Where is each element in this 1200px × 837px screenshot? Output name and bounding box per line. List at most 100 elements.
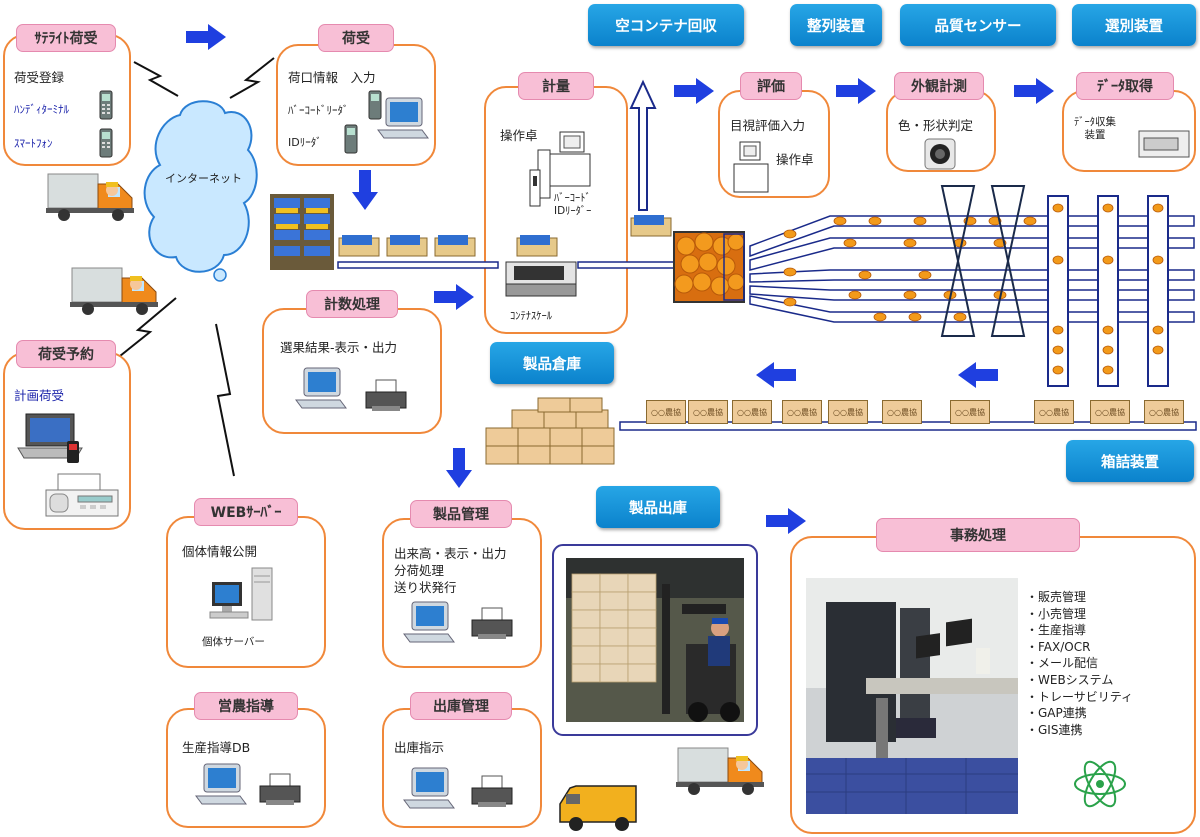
handheld-terminal-icon xyxy=(99,90,113,120)
office-list-item: ・販売管理 xyxy=(1026,590,1087,604)
product-mgmt-card xyxy=(382,518,542,668)
arrow-right xyxy=(434,284,474,310)
computer-icon xyxy=(195,763,247,805)
fax-icon xyxy=(45,473,119,517)
arrow-right xyxy=(766,508,806,534)
arrow-down xyxy=(352,170,378,210)
internet-cloud xyxy=(143,100,258,282)
shipment-mgmt-title: 出庫管理 xyxy=(410,692,512,720)
box-stack-icon xyxy=(485,397,615,465)
lightning-icon xyxy=(215,323,235,477)
crate-icon xyxy=(338,235,380,257)
packed-box: ○○農協 xyxy=(1034,400,1074,424)
printer-icon xyxy=(471,607,513,639)
counting-title: 計数処理 xyxy=(306,290,398,318)
computer-icon xyxy=(403,767,455,809)
guidance-item: 生産指導DB xyxy=(182,740,251,755)
printer-icon xyxy=(259,773,301,805)
truck-icon xyxy=(46,173,134,221)
office-list-item: ・WEBシステム xyxy=(1026,673,1114,687)
server-icon xyxy=(209,567,273,621)
sorting-machine xyxy=(673,185,1195,387)
arrow-right xyxy=(836,78,876,104)
forklift-photo xyxy=(552,544,758,736)
arrow-right xyxy=(674,78,714,104)
guidance-card xyxy=(166,708,326,828)
packed-box: ○○農協 xyxy=(688,400,728,424)
camera-icon xyxy=(924,138,956,170)
product-mgmt-item-0: 出来高・表示・出力 xyxy=(394,546,507,561)
container-scale-icon xyxy=(505,261,577,297)
internet-label: インターネット xyxy=(165,172,242,185)
receiving-item-0: 荷口情報 入力 xyxy=(288,70,376,85)
truck-icon xyxy=(70,267,158,315)
van-icon xyxy=(559,785,637,831)
console-icon xyxy=(733,141,769,193)
data-collector-icon xyxy=(1138,130,1190,158)
crate-icon xyxy=(386,235,428,257)
office-title: 事務処理 xyxy=(876,518,1080,552)
phone-icon xyxy=(67,441,79,463)
satellite-item-2: ｽﾏｰﾄﾌｫﾝ xyxy=(14,137,53,150)
office-list-item: ・FAX/OCR xyxy=(1026,639,1091,654)
crate-icon xyxy=(630,215,672,237)
receiving-conveyor xyxy=(337,261,499,269)
office-photo xyxy=(806,578,1018,814)
satellite-item-1: ﾊﾝﾃﾞｨﾀｰﾐﾅﾙ xyxy=(14,103,69,116)
printer-icon xyxy=(471,775,513,807)
computer-icon xyxy=(377,97,429,139)
packed-box: ○○農協 xyxy=(882,400,922,424)
evaluation-item: 目視評価入力 xyxy=(730,118,806,133)
receiving-item-2: IDﾘｰﾀﾞ xyxy=(288,136,322,149)
shipment-mgmt-card xyxy=(382,708,542,828)
receiving-title: 荷受 xyxy=(318,24,394,52)
packed-box: ○○農協 xyxy=(828,400,868,424)
office-list-item: ・GAP連携 xyxy=(1026,706,1087,721)
office-list-item: ・メール配信 xyxy=(1026,656,1099,671)
label-empty-container: 空コンテナ回収 xyxy=(588,4,744,46)
arrow-right xyxy=(1014,78,1054,104)
receiving-item-1: ﾊﾞｰｺｰﾄﾞﾘｰﾀﾞ xyxy=(288,104,349,117)
satellite-title: ｻﾃﾗｲﾄ荷受 xyxy=(16,24,116,52)
arrow-down xyxy=(446,448,472,488)
computer-icon xyxy=(403,601,455,643)
webserver-device: 個体サーバー xyxy=(202,636,265,648)
weighing-console: 操作卓 xyxy=(500,128,538,143)
label-warehouse: 製品倉庫 xyxy=(490,342,614,384)
appearance-item: 色・形状判定 xyxy=(898,118,974,133)
label-quality-sensor: 品質センサー xyxy=(900,4,1056,46)
lightning-icon xyxy=(229,57,275,99)
lightning-icon xyxy=(119,297,177,357)
packed-box: ○○農協 xyxy=(732,400,772,424)
counting-card xyxy=(262,308,442,434)
label-packing: 箱詰装置 xyxy=(1066,440,1194,482)
webserver-title: WEBｻｰﾊﾞｰ xyxy=(194,498,298,526)
product-mgmt-item-1: 分荷処理 xyxy=(394,563,445,578)
label-sorting: 選別装置 xyxy=(1072,4,1196,46)
smartphone-icon xyxy=(99,128,113,158)
webserver-item: 個体情報公開 xyxy=(182,544,258,559)
evaluation-console: 操作卓 xyxy=(776,152,814,167)
webserver-card xyxy=(166,516,326,668)
weighing-reader: ﾊﾞｰｺｰﾄﾞ IDﾘｰﾀﾞｰ xyxy=(554,192,592,218)
console-icon xyxy=(529,131,591,207)
weighing-scale: ｺﾝﾃﾅｽｹｰﾙ xyxy=(510,310,552,322)
office-list-item: ・生産指導 xyxy=(1026,623,1087,638)
product-mgmt-title: 製品管理 xyxy=(410,500,512,528)
office-list-item: ・GIS連携 xyxy=(1026,722,1083,737)
office-list-item: ・小売管理 xyxy=(1026,606,1087,621)
satellite-item-0: 荷受登録 xyxy=(14,70,65,85)
lightning-icon xyxy=(133,61,179,97)
barcode-reader-icon xyxy=(368,90,382,120)
delivery-truck-icon xyxy=(676,747,764,795)
crate-icon xyxy=(434,235,476,257)
arrow-left xyxy=(958,362,998,388)
packed-box: ○○農協 xyxy=(1090,400,1130,424)
printer-icon xyxy=(365,379,407,411)
packed-box: ○○農協 xyxy=(1144,400,1184,424)
product-mgmt-item-2: 送り状発行 xyxy=(394,580,457,595)
packed-box: ○○農協 xyxy=(950,400,990,424)
label-shipping: 製品出庫 xyxy=(596,486,720,528)
computer-icon xyxy=(295,367,347,409)
office-list-item: ・トレーサビリティ xyxy=(1026,689,1134,704)
